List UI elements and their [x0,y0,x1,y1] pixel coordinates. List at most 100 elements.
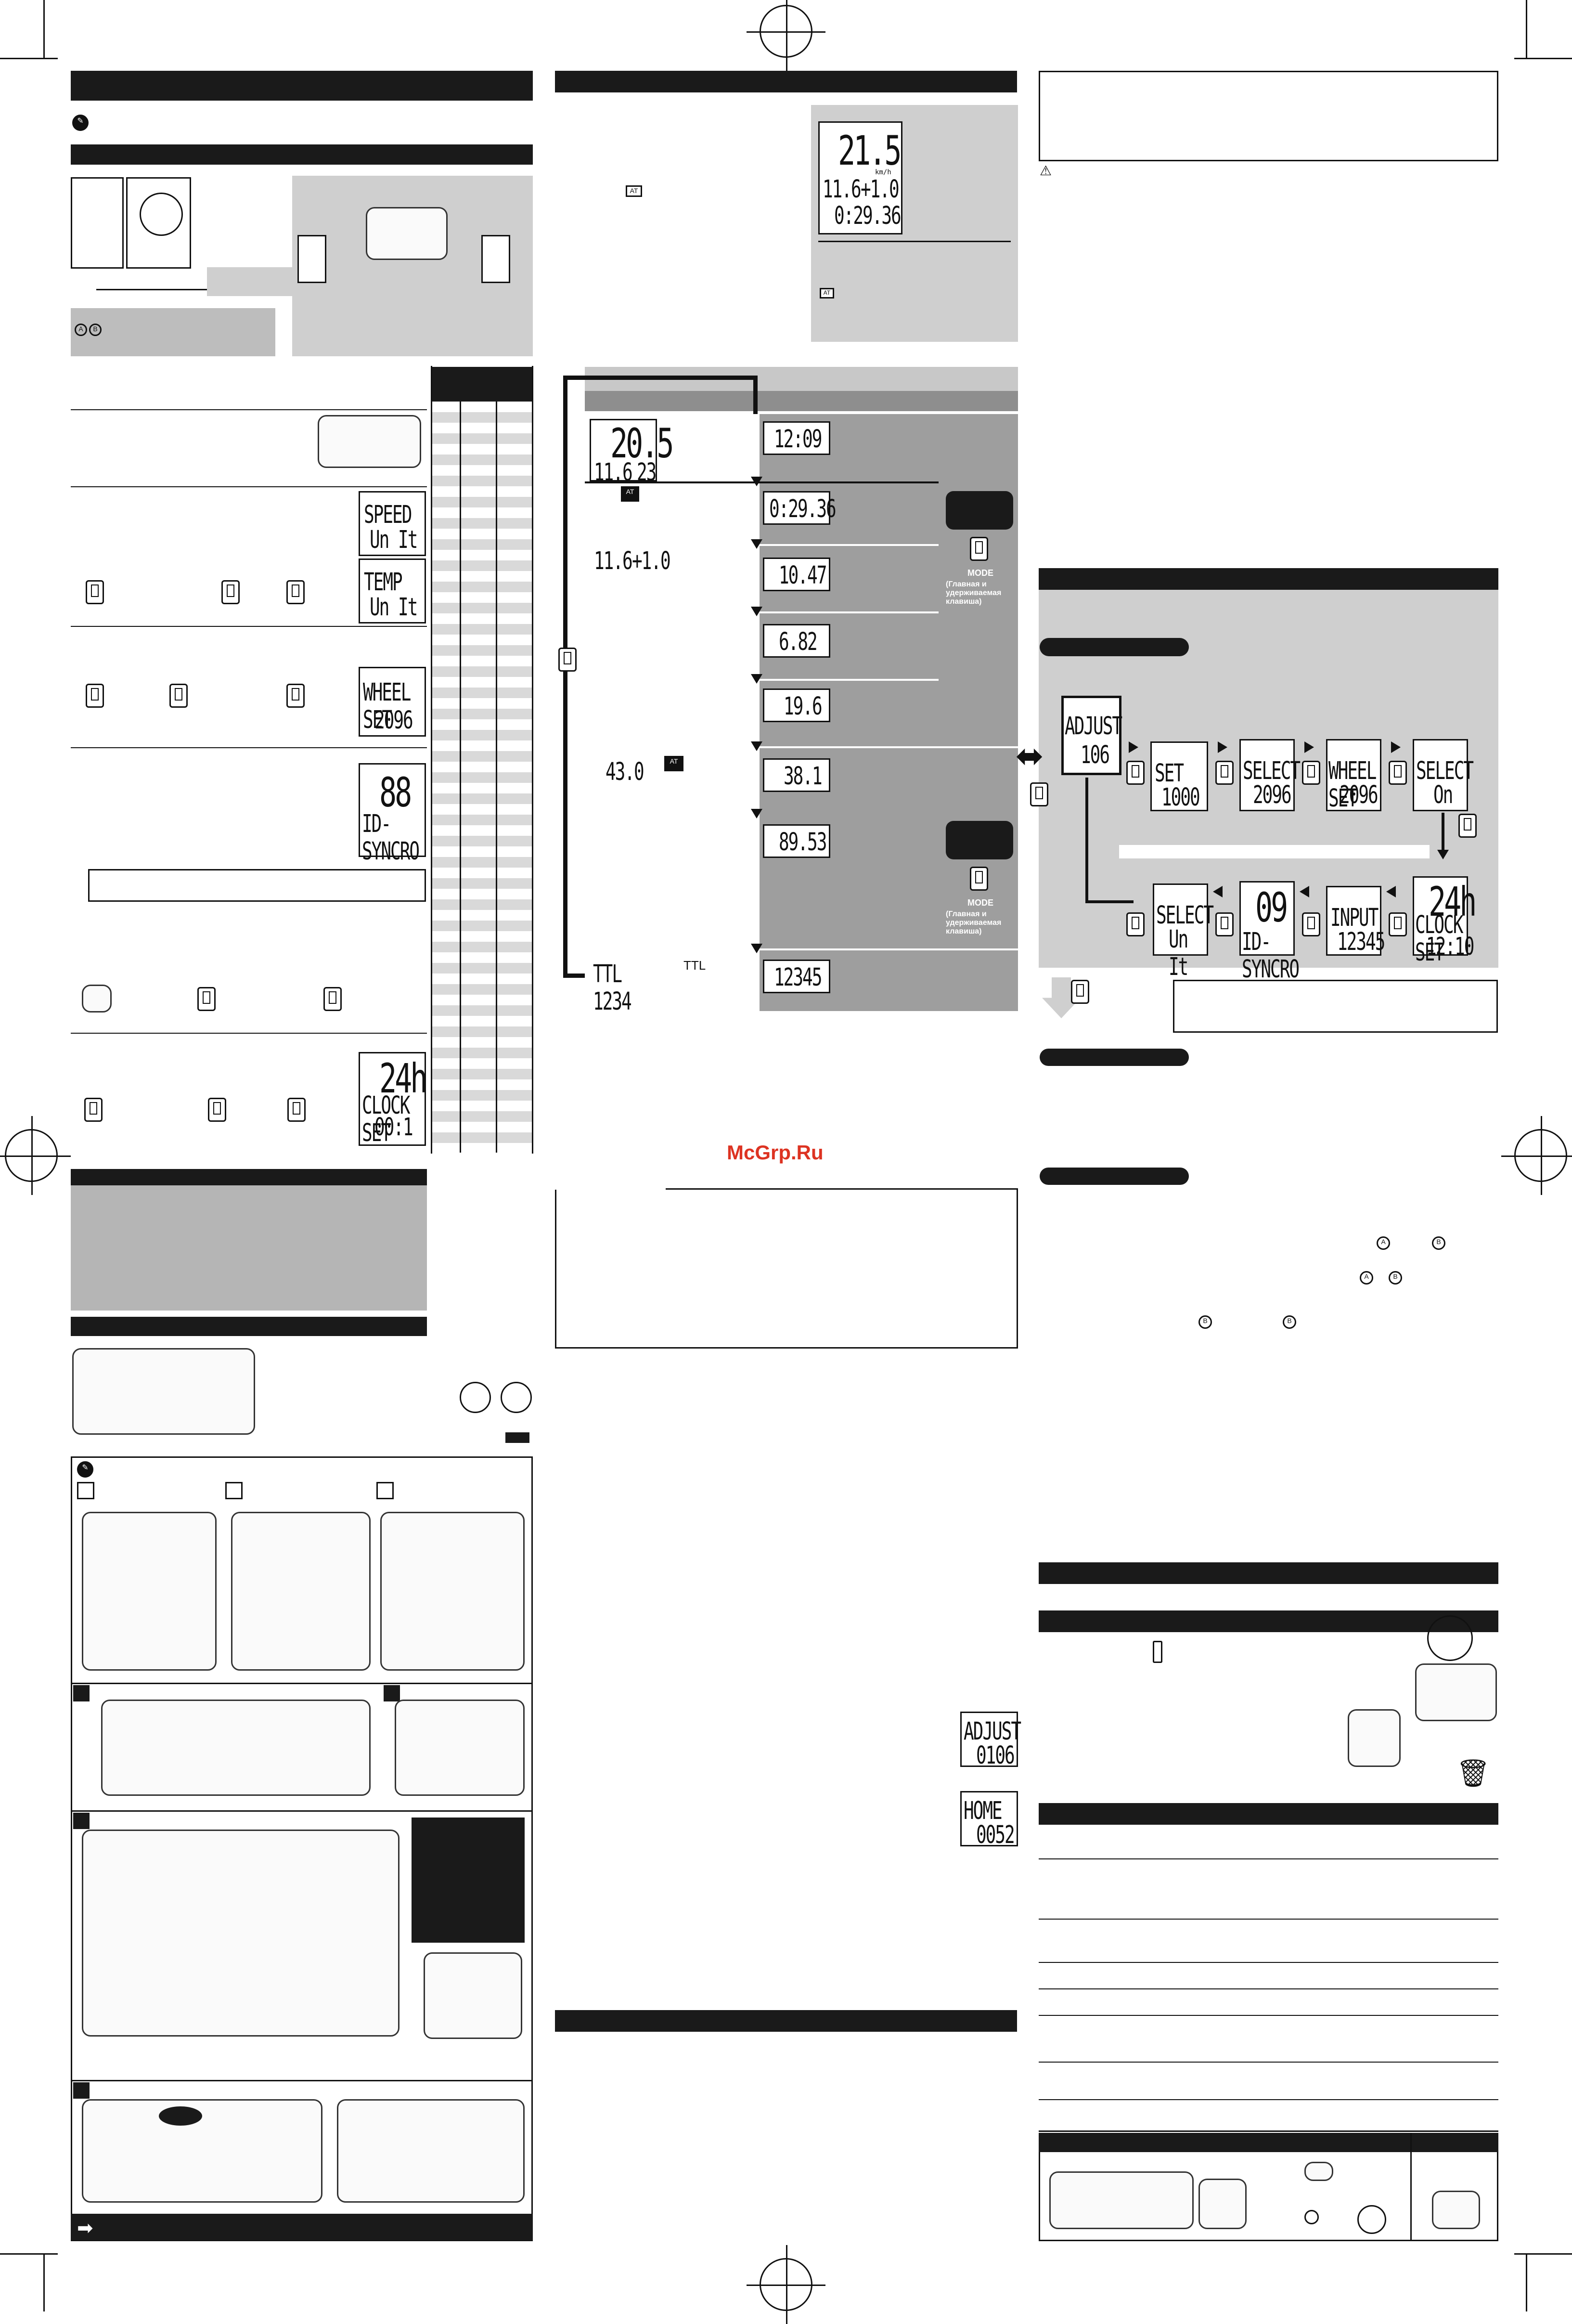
button-a-icon: A [75,324,87,336]
bracket-release-illustration [337,2099,525,2203]
button-icon [1215,912,1234,936]
table-rule [1039,2062,1498,2063]
lcd-main-display: 21.5 km/h 11.6 +1.0 0:29.36 [818,121,902,234]
button-icon [169,684,188,708]
bicycle-icon [460,1382,491,1413]
button-icon [1302,761,1320,785]
mode-label: MODE [967,898,993,908]
magnet-screw-illustration [395,1700,525,1796]
table-rule [1410,2133,1412,2241]
registration-mark [0,1116,71,1195]
flow-arrow [751,674,762,684]
lcd-flow-odo: 89.53 [763,824,830,858]
device-dial-icon [140,193,183,236]
divider [71,747,427,748]
battery-cover-illustration [1427,1615,1473,1661]
flow-rail [753,376,758,414]
note-panel [71,308,275,356]
section-header [555,2010,1017,2032]
flow-rail [563,376,756,380]
double-arrow-icon: ⬌ [1016,737,1044,775]
mode-button-icon [970,867,988,891]
note-box [1173,980,1498,1033]
ttl-label: TTL [683,958,706,973]
button-icon [84,1098,103,1122]
parts-illustration [72,1348,255,1435]
divider [71,1033,427,1034]
menu-arrow [1300,886,1309,897]
at-icon: AT [621,486,639,502]
subsection-pill [1040,1049,1189,1066]
table-rule [1039,2015,1498,2016]
lcd-temp-unit: TEMP Un It [359,558,426,623]
fork-illustration [231,1512,371,1671]
flow-arrow [751,944,762,953]
step-number [73,1813,90,1829]
button-icon [221,580,240,604]
section-header [1039,568,1498,590]
table-rule [1039,2130,1498,2132]
button-icon [286,684,305,708]
step-checkbox [376,1482,394,1499]
step-number [384,1685,400,1701]
subsection-pill [1040,638,1189,656]
button-b-icon: B [1198,1315,1212,1329]
button-a-icon: A [1360,1271,1373,1285]
button-a-icon: A [1377,1236,1390,1250]
mode-callout [946,821,1013,859]
section-header [555,71,1017,92]
bicycle-icon [501,1382,532,1413]
at-icon: AT [664,756,683,771]
button-b-icon: B [1283,1315,1296,1329]
divider [71,626,427,627]
button-icon [197,987,216,1011]
button-icon [323,987,342,1011]
crop-mark [1526,2253,1527,2311]
sensor-battery-illustration [1348,1709,1401,1767]
flow-arrow [751,539,762,549]
button-icon [1302,912,1320,936]
sensor-icon [82,985,112,1013]
flow-arrow [751,741,762,751]
registration-mark [1501,1116,1572,1195]
flowchart-left-column [585,414,760,1011]
footer-bar [71,2214,533,2240]
menu-arrow [1386,886,1396,897]
lcd-menu-wheel: WHEEL SET 2096 [1326,739,1381,813]
lcd-side-home: HOME 0052 [960,1791,1018,1849]
lcd-flow-avg: 19.6 [763,688,830,722]
registration-mark [747,0,825,71]
step-number [73,2082,90,2099]
table-rule [532,366,533,1154]
section-header [1039,1610,1498,1632]
sensor-mount-illustration [82,1512,217,1671]
registration-mark [747,2245,825,2324]
divider [71,409,427,410]
warning-icon: ⚠ [1040,163,1052,178]
menu-rail [1442,813,1444,851]
button-icon [1389,912,1407,936]
battery-replace-illustration [1415,1663,1497,1721]
menu-note-strip [1119,845,1430,858]
note-box [88,869,426,902]
accessory-illustration [1304,2162,1333,2181]
menu-arrow [1213,886,1223,897]
menu-rail [1085,778,1088,903]
lcd-flow-max: 38.1 [763,758,830,792]
menu-arrow [1129,741,1138,753]
divider [71,1683,533,1684]
flow-divider [585,948,1018,950]
menu-arrow [1437,850,1449,859]
crop-mark [1526,0,1527,58]
crop-mark [0,2253,58,2255]
device-diagram [71,177,124,269]
lcd-menu-input: INPUT 12345 [1326,886,1385,956]
button-icon [287,1098,306,1122]
button-icon [286,580,305,604]
button-icon [1126,912,1145,936]
flow-arrow [751,477,762,486]
strap-illustration [101,1700,371,1796]
mode-button-icon [558,648,577,672]
lcd-menu-id-syncro: 09 ID-SYNCRO [1239,881,1300,984]
step-number [73,1685,90,1701]
